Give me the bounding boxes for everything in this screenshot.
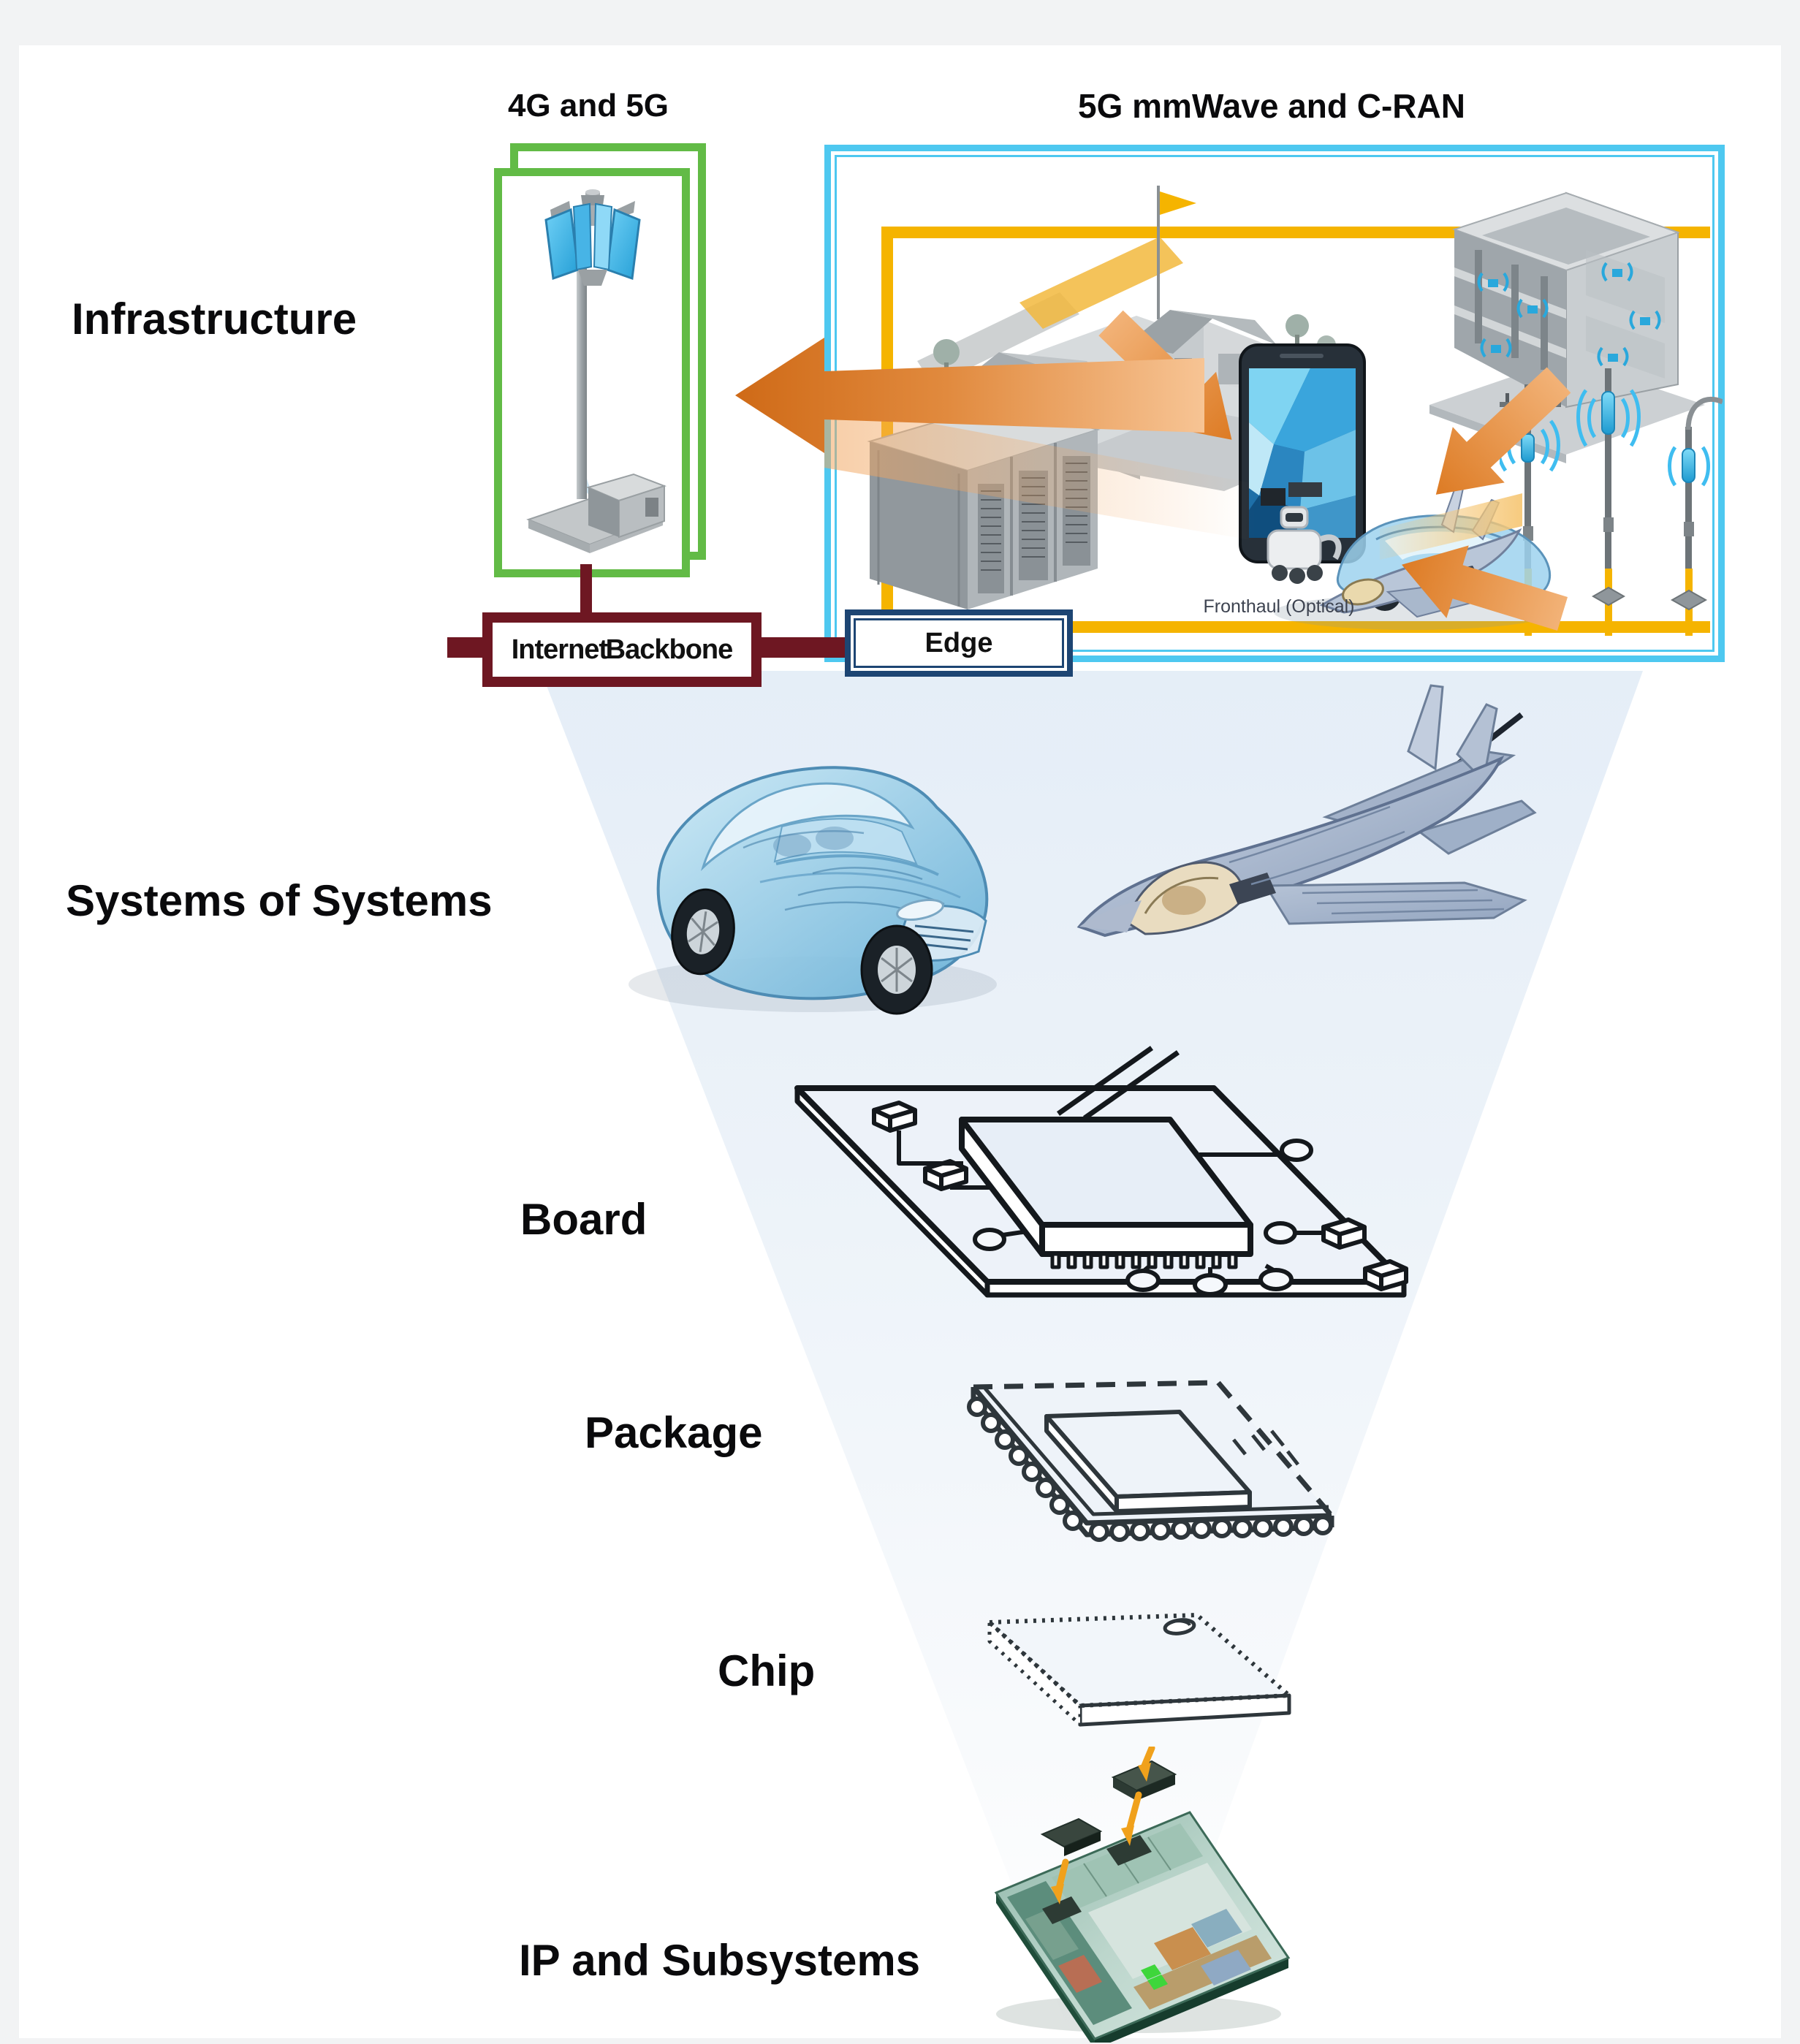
fighter-jet-image	[1010, 643, 1543, 1005]
backbone-edge-link	[757, 637, 854, 658]
service-robot-icon	[1261, 482, 1342, 584]
ic-package-drawing	[922, 1349, 1353, 1546]
tower-backbone-link	[580, 564, 592, 615]
backbone-left-stub	[447, 637, 484, 658]
server-racks-icon	[857, 374, 1109, 619]
package-label: Package	[585, 1408, 763, 1457]
fronthaul-caption: Fronthaul (Optical)	[1203, 596, 1355, 617]
pcb-board-drawing	[743, 1041, 1415, 1318]
transparent-car-image	[593, 691, 1032, 1027]
internet-backbone-box: Internet Backbone	[482, 612, 762, 687]
edge-box: Edge	[845, 609, 1073, 677]
soc-die-photo	[956, 1747, 1314, 2043]
ip-subsystems-label: IP and Subsystems	[519, 1936, 921, 1985]
board-label: Board	[520, 1195, 648, 1244]
chip-label: Chip	[718, 1646, 816, 1695]
infrastructure-label: Infrastructure	[72, 295, 357, 343]
systems-of-systems-label: Systems of Systems	[66, 876, 493, 925]
bare-chip-drawing	[962, 1587, 1305, 1741]
macro-box-title: 4G and 5G	[507, 88, 669, 124]
mmwave-box-title: 5G mmWave and C-RAN	[1078, 87, 1465, 125]
macro-box	[494, 168, 690, 577]
edge-label: Edge	[924, 627, 993, 658]
cell-tower-icon	[508, 182, 677, 568]
edge-box-inner-frame: Edge	[854, 618, 1064, 668]
internet-backbone-label: Internet Backbone	[511, 634, 734, 665]
